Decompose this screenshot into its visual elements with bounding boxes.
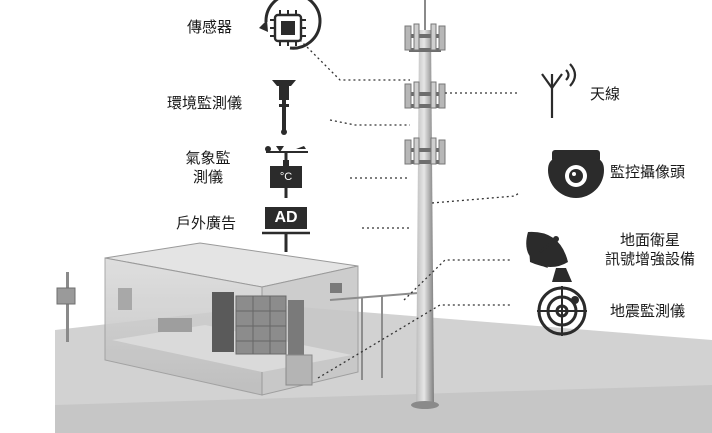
label-outdoor-ad: 戶外廣告 xyxy=(176,214,237,232)
camera-icon xyxy=(548,150,604,198)
leader-env-monitor xyxy=(329,119,410,126)
antenna-cluster-bottom xyxy=(404,137,446,165)
label-seismic: 地震監測儀 xyxy=(610,302,686,320)
satellite-dish-icon xyxy=(526,231,572,282)
leader-sensor xyxy=(299,39,410,81)
label-satellite-line1: 地面衛星 xyxy=(619,231,680,249)
label-env-monitor: 環境監測儀 xyxy=(167,94,243,112)
weather-monitor-icon xyxy=(265,146,308,198)
leader-lines xyxy=(299,39,521,379)
label-weather-line1: 氣象監 xyxy=(185,149,231,167)
antenna-cluster-middle xyxy=(404,81,446,109)
label-satellite: 地面衛星 訊號增強設備 xyxy=(590,231,710,269)
label-weather-monitor: 氣象監 測儀 xyxy=(180,149,236,187)
leader-camera xyxy=(431,191,521,204)
utility-pole xyxy=(56,272,76,342)
env-monitor-icon xyxy=(272,80,296,135)
seismic-monitor-icon xyxy=(537,286,587,336)
ground-shadow xyxy=(55,385,712,433)
weather-unit-text: °C xyxy=(279,171,293,183)
label-satellite-line2: 訊號增強設備 xyxy=(604,250,695,268)
telecom-tower xyxy=(404,0,446,409)
ad-board-text: AD xyxy=(274,209,298,226)
ad-board-icon xyxy=(262,207,310,252)
equipment-shelter xyxy=(104,242,359,396)
sensor-icon xyxy=(259,0,322,50)
label-camera: 監控攝像頭 xyxy=(610,163,686,181)
antenna-icon xyxy=(541,63,577,118)
leader-satellite xyxy=(403,259,510,301)
label-sensor: 傳感器 xyxy=(187,18,233,36)
label-weather-line2: 測儀 xyxy=(192,168,223,186)
cable-tray xyxy=(329,292,419,380)
label-antenna: 天線 xyxy=(590,85,621,103)
antenna-cluster-top xyxy=(404,23,446,52)
